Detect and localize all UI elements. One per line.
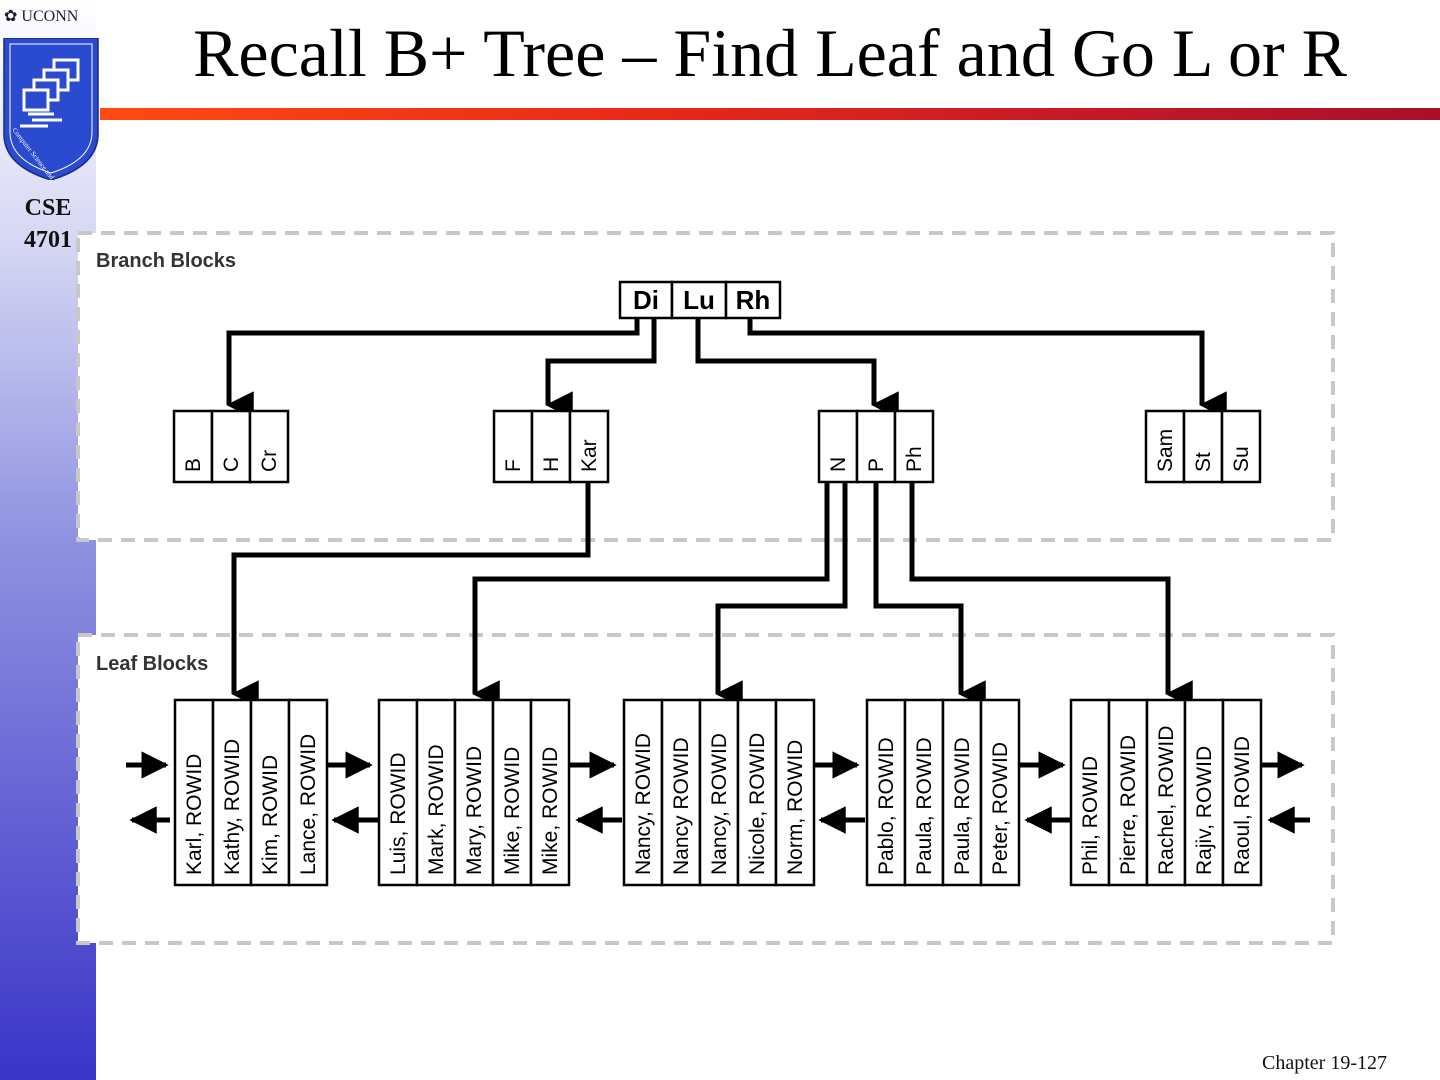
leaf-entry-label: Nancy, ROWID xyxy=(708,733,731,875)
leaf-sibling-arrows xyxy=(126,751,1310,834)
root-key-label: Di xyxy=(633,285,659,315)
branch-key-label: C xyxy=(220,457,243,472)
leaf-entry-label: Lance, ROWID xyxy=(297,734,320,875)
leaf-entry-cell xyxy=(415,698,457,887)
leaf-entry-label: Paula, ROWID xyxy=(951,737,974,875)
leaf-entry-label: Karl, ROWID xyxy=(183,754,206,875)
course-code: CSE 4701 xyxy=(0,192,96,256)
leaf-blocks-label: Leaf Blocks xyxy=(96,653,208,675)
leaf-entry-cell xyxy=(979,698,1021,887)
leaf-entry-label: Luis, ROWID xyxy=(387,752,410,875)
slide-title: Recall B+ Tree – Find Leaf and Go L or R xyxy=(193,15,1347,91)
branch-key-label: Kar xyxy=(578,439,601,472)
course-number: 4701 xyxy=(24,227,72,253)
leaf-entry-label: Pierre, ROWID xyxy=(1117,735,1140,875)
branch-key-cell xyxy=(210,409,252,484)
branch-key-cell xyxy=(530,409,572,484)
branch-key-cell xyxy=(172,409,214,484)
leaf-entry-label: Raoul, ROWID xyxy=(1231,736,1254,875)
edge-n-to-leaf-3 xyxy=(715,482,848,708)
cse-logo: Computer Science and Engineering xyxy=(3,38,99,180)
leaf-entry-label: Kim, ROWID xyxy=(259,755,282,875)
branch-key-cell xyxy=(248,409,290,484)
branch-key-cell xyxy=(492,409,534,484)
leaf-entry-label: Pablo, ROWID xyxy=(875,737,898,875)
branch-key-label: N xyxy=(827,457,850,472)
leaf-entry-label: Mary, ROWID xyxy=(463,746,486,875)
leaf-entry-label: Peter, ROWID xyxy=(989,742,1012,875)
leaf-entry-cell xyxy=(660,698,702,887)
edge-root-to-branch-3 xyxy=(695,318,899,419)
edge-root-to-branch-1 xyxy=(226,318,640,419)
leaf-entry-cell xyxy=(774,698,816,887)
leaf-entry-cell xyxy=(1145,698,1187,887)
leaf-entry-label: Mike, ROWID xyxy=(501,747,524,875)
uconn-wordmark: ✿ UCONN xyxy=(4,6,78,26)
leaf-entry-cell xyxy=(622,698,664,887)
branch-key-cell xyxy=(855,409,897,484)
leaf-entry-cell xyxy=(1069,698,1111,887)
edge-root-to-branch-4 xyxy=(747,318,1227,419)
btree-diagram: Branch Blocks Leaf Blocks Di Lu RhB C Cr F H Ka… xyxy=(76,231,1335,945)
leaf-entry-cell xyxy=(903,698,945,887)
branch-key-label: Ph xyxy=(903,446,926,472)
root-key-cell xyxy=(724,280,782,320)
leaf-entry-cell xyxy=(211,698,253,887)
leaf-entry-label: Nicole, ROWID xyxy=(746,733,769,875)
leaf-entry-cell xyxy=(865,698,907,887)
branch-blocks-region xyxy=(76,231,1335,542)
leaf-entry-label: Phil, ROWID xyxy=(1079,756,1102,875)
branch-key-label: Su xyxy=(1230,446,1253,472)
leaf-entry-label: Norm, ROWID xyxy=(784,740,807,875)
leaf-entry-cell xyxy=(287,698,329,887)
edge-ph-to-leaf-5 xyxy=(909,482,1193,708)
title-underline-bar xyxy=(100,108,1440,120)
page-number: Chapter 19-127 xyxy=(1262,1052,1387,1074)
leaf-entry-label: Kathy, ROWID xyxy=(221,739,244,875)
root-key-label: Rh xyxy=(736,285,771,315)
edge-root-to-branch-2 xyxy=(545,318,657,419)
leaf-entry-cell xyxy=(377,698,419,887)
leaf-entry-cell xyxy=(1221,698,1263,887)
root-key-label: Lu xyxy=(683,285,715,315)
leaf-entry-cell xyxy=(529,698,571,887)
tree-connectors xyxy=(226,318,1227,708)
branch-key-label: P xyxy=(865,458,888,472)
edge-p-to-leaf-4 xyxy=(873,482,986,708)
branch-key-label: F xyxy=(502,459,525,472)
leaf-entry-label: Mike, ROWID xyxy=(539,747,562,875)
leaf-entry-label: Paula, ROWID xyxy=(913,737,936,875)
leaf-entry-cell xyxy=(698,698,740,887)
leaf-entry-label: Rajiv, ROWID xyxy=(1193,746,1216,875)
leaf-entry-label: Nancy, ROWID xyxy=(632,733,655,875)
branch-key-label: H xyxy=(540,457,563,472)
leaf-entry-label: Mark, ROWID xyxy=(425,744,448,875)
oak-leaf-icon: ✿ xyxy=(4,8,18,25)
branch-key-cell xyxy=(893,409,935,484)
leaf-entry-label: Rachel, ROWID xyxy=(1155,726,1178,875)
branch-key-label: St xyxy=(1192,452,1215,472)
branch-key-label: B xyxy=(182,458,205,472)
leaf-entry-cell xyxy=(173,698,215,887)
edge-kar-to-leaf-1 xyxy=(231,482,591,708)
uconn-label: UCONN xyxy=(21,8,79,25)
edge-n-to-leaf-2 xyxy=(472,482,830,708)
branch-key-cell xyxy=(568,409,610,484)
course-dept: CSE xyxy=(24,195,72,221)
branch-key-label: Sam xyxy=(1154,429,1177,472)
branch-key-label: Cr xyxy=(258,450,281,472)
root-key-cell xyxy=(670,280,728,320)
branch-blocks-label: Branch Blocks xyxy=(96,250,236,272)
leaf-entry-cell xyxy=(249,698,291,887)
leaf-entry-cell xyxy=(1183,698,1225,887)
leaf-entry-label: Nancy ROWID xyxy=(670,737,693,875)
branch-key-cell xyxy=(1220,409,1262,484)
leaf-entry-cell xyxy=(491,698,533,887)
leaf-entry-cell xyxy=(453,698,495,887)
